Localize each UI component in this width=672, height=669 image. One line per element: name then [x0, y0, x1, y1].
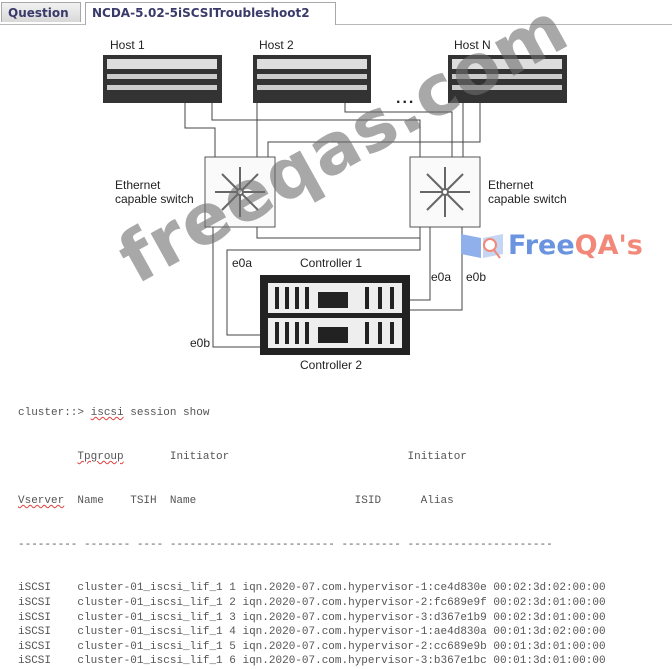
separator-line: --------- ------- ---- -----------------…	[18, 538, 553, 551]
switch-right	[409, 156, 481, 228]
tsih-cell: 1	[229, 582, 236, 595]
tpgroup-cell: cluster-01_iscsi_lif_1	[77, 611, 223, 624]
host-n-label: Host N	[454, 38, 491, 52]
initiator-cell: iqn.2020-07.com.hypervisor-1:ae4d830a	[242, 626, 487, 639]
header-columns: Name TSIH Name ISID Alias	[64, 494, 454, 507]
isid-cell: 00:01:3d:02:00:00	[493, 626, 606, 639]
book-magnifier-icon	[461, 234, 503, 259]
isid-cell: 00:01:3d:01:00:00	[493, 640, 606, 653]
port-e0b-right: e0b	[466, 270, 487, 284]
vserver-cell: iSCSI	[18, 640, 52, 653]
switch-left	[204, 156, 276, 228]
tpgroup-cell: cluster-01_iscsi_lif_1	[77, 596, 223, 609]
vserver-cell: iSCSI	[18, 611, 52, 624]
tsih-cell: 6	[229, 655, 236, 668]
tsih-cell: 4	[229, 626, 236, 639]
tsih-cell: 2	[229, 596, 236, 609]
logo-text-qas: QA's	[574, 229, 643, 261]
tpgroup-cell: cluster-01_iscsi_lif_1	[77, 626, 223, 639]
header-vserver: Vserver	[18, 494, 65, 507]
switch-label-line1: Ethernet	[488, 178, 534, 192]
tsih-cell: 3	[229, 611, 236, 624]
vserver-cell: iSCSI	[18, 596, 52, 609]
session-row: iSCSI cluster-01_iscsi_lif_1 1 iqn.2020-…	[18, 581, 606, 596]
host-2	[253, 55, 371, 103]
port-e0a-right: e0a	[431, 270, 452, 284]
port-e0a-left: e0a	[232, 256, 253, 270]
tab-question[interactable]: Question	[1, 2, 81, 22]
session-row: iSCSI cluster-01_iscsi_lif_1 4 iqn.2020-…	[18, 625, 606, 640]
host-1-label: Host 1	[110, 38, 145, 52]
command-line: cluster::> iscsi session show	[18, 406, 606, 421]
port-e0b-left: e0b	[190, 336, 211, 350]
session-row: iSCSI cluster-01_iscsi_lif_1 5 iqn.2020-…	[18, 640, 606, 655]
initiator-cell: iqn.2020-07.com.hypervisor-3:b367e1bc	[242, 655, 487, 668]
header-line-1: Tpgroup Initiator Initiator	[18, 450, 606, 465]
isid-cell: 00:01:3d:01:00:00	[493, 655, 606, 668]
cables	[184, 103, 481, 348]
more-hosts-ellipsis: ...	[396, 90, 416, 107]
vserver-cell: iSCSI	[18, 582, 52, 595]
initiator-cell: iqn.2020-07.com.hypervisor-3:d367e1b9	[242, 611, 487, 624]
logo-text-free: Free	[508, 229, 575, 261]
switch-label-line1: Ethernet	[115, 178, 161, 192]
host-1	[103, 55, 222, 103]
vserver-cell: iSCSI	[18, 655, 52, 668]
command-args: session show	[123, 407, 210, 420]
controller-1-label: Controller 1	[300, 256, 363, 270]
session-row: iSCSI cluster-01_iscsi_lif_1 2 iqn.2020-…	[18, 596, 606, 611]
tab-bar: Question NCDA-5.02-5iSCSITroubleshoot2	[0, 0, 672, 25]
controller-2-label: Controller 2	[300, 358, 363, 372]
cli-output: cluster::> iscsi session show Tpgroup In…	[18, 377, 606, 667]
tpgroup-cell: cluster-01_iscsi_lif_1	[77, 640, 223, 653]
tpgroup-cell: cluster-01_iscsi_lif_1	[77, 582, 223, 595]
host-2-label: Host 2	[259, 38, 294, 52]
network-diagram	[103, 55, 567, 355]
isid-cell: 00:02:3d:02:00:00	[493, 582, 606, 595]
prompt: cluster::>	[18, 407, 91, 420]
isid-cell: 00:02:3d:01:00:00	[493, 611, 606, 624]
initiator-cell: iqn.2020-07.com.hypervisor-2:cc689e9b	[242, 640, 487, 653]
session-row: iSCSI cluster-01_iscsi_lif_1 3 iqn.2020-…	[18, 611, 606, 626]
tab-exhibit[interactable]: NCDA-5.02-5iSCSITroubleshoot2	[85, 2, 336, 25]
command-word: iscsi	[90, 407, 124, 420]
header-line-2: Vserver Name TSIH Name ISID Alias	[18, 494, 606, 509]
session-row: iSCSI cluster-01_iscsi_lif_1 6 iqn.2020-…	[18, 654, 606, 669]
initiator-cell: iqn.2020-07.com.hypervisor-2:fc689e9f	[242, 596, 487, 609]
tsih-cell: 5	[229, 640, 236, 653]
storage-controllers	[260, 275, 410, 355]
vserver-cell: iSCSI	[18, 626, 52, 639]
initiator-cell: iqn.2020-07.com.hypervisor-1:ce4d830e	[242, 582, 487, 595]
tpgroup-cell: cluster-01_iscsi_lif_1	[77, 655, 223, 668]
header-tpgroup: Tpgroup	[77, 450, 124, 463]
switch-label-line2: capable switch	[488, 192, 567, 206]
switch-label-line2: capable switch	[115, 192, 194, 206]
host-n	[448, 55, 567, 103]
header-initiator: Initiator Initiator	[123, 450, 467, 463]
isid-cell: 00:02:3d:01:00:00	[493, 596, 606, 609]
